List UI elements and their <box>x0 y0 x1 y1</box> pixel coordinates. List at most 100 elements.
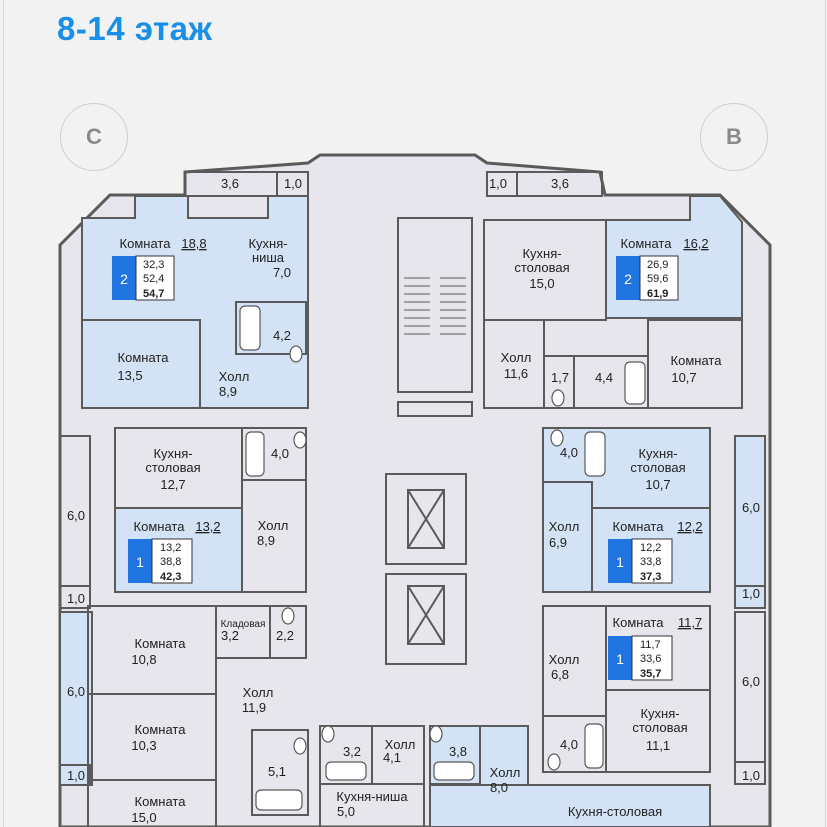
room-label: 1,0 <box>284 176 302 191</box>
room-label: Холл <box>501 350 532 365</box>
svg-text:13,2: 13,2 <box>160 542 181 554</box>
room-label: столовая <box>145 460 200 475</box>
room-label: 6,0 <box>67 508 85 523</box>
room-label: Кухня- <box>640 706 679 721</box>
room-label: 3,6 <box>221 176 239 191</box>
room-labels: 3,6 1,0 1,0 3,6 Комната 18,8 Кухня- ниша… <box>67 176 760 825</box>
apt-south-kitchen <box>429 784 711 827</box>
room-label: 8,9 <box>219 384 237 399</box>
room-label: 1,0 <box>67 591 85 606</box>
svg-text:2: 2 <box>120 271 128 287</box>
svg-text:11,7: 11,7 <box>640 639 661 651</box>
room-label: 3,2 <box>221 628 239 643</box>
room-label: 10,3 <box>131 738 156 753</box>
room-label: 13,5 <box>117 368 142 383</box>
room-label: 4,0 <box>560 445 578 460</box>
room-label: 4,4 <box>595 370 613 385</box>
room-label: Комната <box>621 236 673 251</box>
unit-badge-1: 2 32,3 52,4 54,7 <box>112 255 175 301</box>
svg-text:2: 2 <box>624 271 632 287</box>
room-label: Холл <box>549 519 580 534</box>
room-label: 15,0 <box>131 810 156 825</box>
svg-text:33,6: 33,6 <box>640 653 661 665</box>
room-label: 6,8 <box>551 667 569 682</box>
room-label: Комната <box>135 794 187 809</box>
compass-east-badge: В <box>700 103 768 171</box>
bath-fixtures <box>239 305 646 811</box>
room-label: 5,1 <box>268 764 286 779</box>
svg-text:52,4: 52,4 <box>143 273 164 285</box>
room-label: Кухня- <box>248 236 287 251</box>
svg-text:1: 1 <box>136 554 144 570</box>
room-label: 11,1 <box>646 738 670 753</box>
room-label: Комната <box>613 615 665 630</box>
svg-text:1: 1 <box>616 554 624 570</box>
room-label: столовая <box>514 260 569 275</box>
room-label: 15,0 <box>529 276 554 291</box>
room-label: 11,6 <box>504 366 528 381</box>
room-label: 1,0 <box>742 768 760 783</box>
room-label: 6,9 <box>549 535 567 550</box>
room-label: 3,2 <box>343 744 361 759</box>
room-label: 12,2 <box>677 519 702 534</box>
room-label: 6,0 <box>742 500 760 515</box>
core <box>385 217 473 665</box>
room-label: Комната <box>118 350 170 365</box>
room-label: Комната <box>134 519 186 534</box>
room-label: Холл <box>549 652 580 667</box>
room-label: 12,7 <box>160 477 185 492</box>
room-label: 6,0 <box>67 684 85 699</box>
room-label: 7,0 <box>273 265 291 280</box>
unit-badge-3: 1 13,2 38,8 42,3 <box>128 538 193 584</box>
room-label: Холл <box>385 737 416 752</box>
room-label: 2,2 <box>276 628 294 643</box>
compass-west-badge: С <box>60 103 128 171</box>
room-label: 11,9 <box>242 700 266 715</box>
apt-1-east-balcony <box>734 435 766 609</box>
room-label: 6,0 <box>742 674 760 689</box>
room-label: Холл <box>243 685 274 700</box>
svg-text:1: 1 <box>616 651 624 667</box>
room-label: столовая <box>630 460 685 475</box>
svg-text:33,8: 33,8 <box>640 556 661 568</box>
rooms-count-box <box>616 256 640 300</box>
room-label: 4,2 <box>273 328 291 343</box>
room-label: Комната <box>120 236 172 251</box>
svg-text:38,8: 38,8 <box>160 556 181 568</box>
svg-text:12,2: 12,2 <box>640 542 661 554</box>
room-label: Кладовая <box>221 619 266 630</box>
rooms-count-box <box>608 539 632 583</box>
room-label: 1,0 <box>489 176 507 191</box>
room-label: Комната <box>671 353 723 368</box>
room-label: ниша <box>252 250 285 265</box>
room-label: Комната <box>135 636 187 651</box>
room-label: 8,0 <box>490 780 508 795</box>
room-label: Кухня- <box>522 246 561 261</box>
room-label: 1,0 <box>742 586 760 601</box>
svg-text:37,3: 37,3 <box>640 571 661 583</box>
apt-west-balcony <box>59 611 93 786</box>
unit-badge-4: 1 12,2 33,8 37,3 <box>608 538 673 584</box>
rooms-count-box <box>608 636 632 680</box>
room-label: 11,7 <box>678 615 702 630</box>
svg-text:54,7: 54,7 <box>143 288 164 300</box>
room-label: 10,7 <box>671 370 696 385</box>
svg-text:35,7: 35,7 <box>640 668 661 680</box>
room-label: Холл <box>219 369 250 384</box>
svg-text:32,3: 32,3 <box>143 259 164 271</box>
room-label: 1,0 <box>67 768 85 783</box>
room-label: 8,9 <box>257 533 275 548</box>
room-label: Кухня- <box>638 446 677 461</box>
svg-text:59,6: 59,6 <box>647 273 668 285</box>
room-label: 10,7 <box>645 477 670 492</box>
room-label: 4,1 <box>383 750 401 765</box>
staircase-steps <box>404 277 466 335</box>
room-label: 4,0 <box>271 446 289 461</box>
unit-badge-2: 2 26,9 59,6 61,9 <box>616 255 679 301</box>
room-label: Кухня-столовая <box>568 804 662 819</box>
room-walls <box>59 171 766 827</box>
svg-text:42,3: 42,3 <box>160 571 181 583</box>
svg-text:26,9: 26,9 <box>647 259 668 271</box>
svg-text:61,9: 61,9 <box>647 288 668 300</box>
